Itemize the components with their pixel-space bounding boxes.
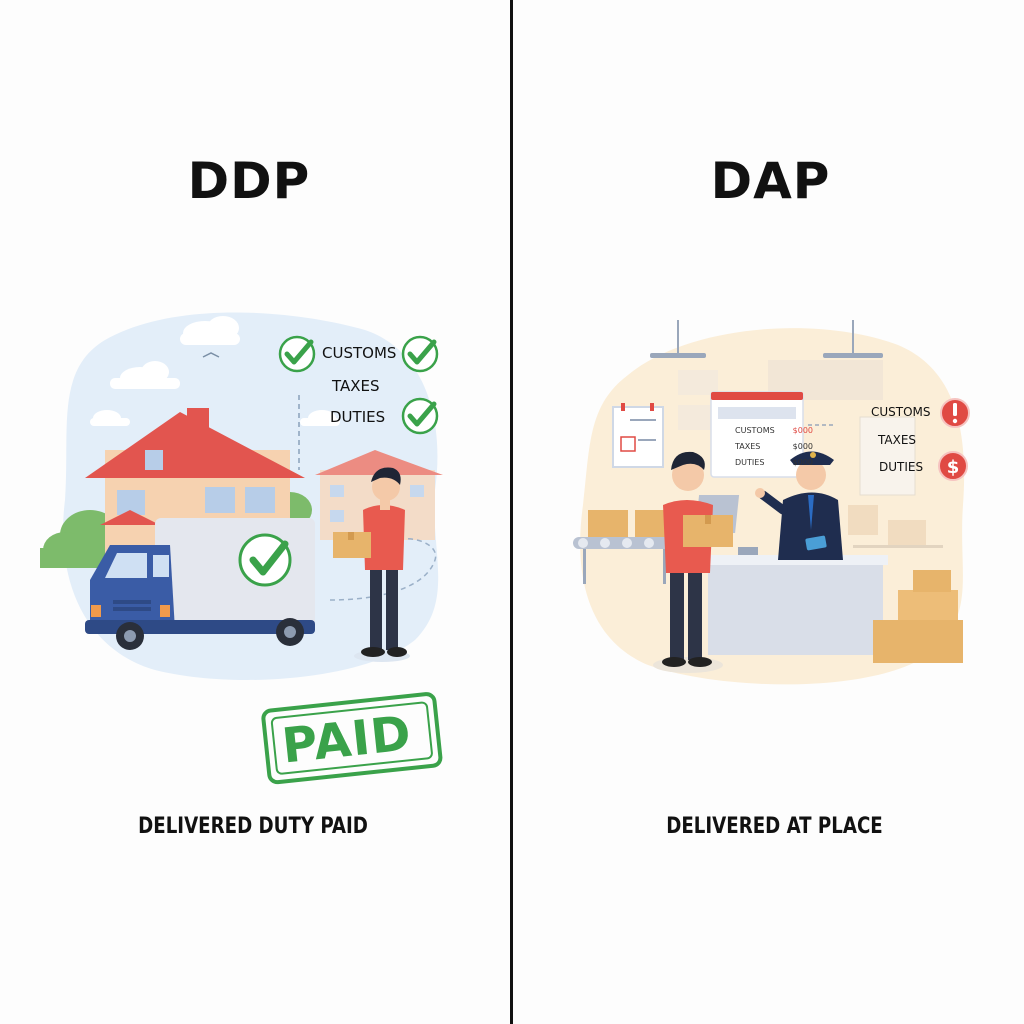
ddp-title: DDP — [187, 152, 311, 210]
dap-checklist-taxes: TAXES — [878, 433, 917, 447]
alert-icon — [940, 398, 970, 428]
dap-title: DAP — [710, 152, 831, 210]
ddp-checklist-duties: DUTIES — [330, 408, 386, 426]
ddp-illustration — [40, 312, 443, 785]
screen-row-duties: DUTIES$000 — [735, 458, 813, 467]
paid-stamp — [261, 692, 443, 785]
dap-caption: DELIVERED AT PLACE — [666, 814, 883, 839]
ddp-checklist-taxes: TAXES — [332, 377, 380, 395]
ddp-caption: DELIVERED DUTY PAID — [138, 814, 368, 839]
screen-row-customs: CUSTOMS$000 — [735, 426, 813, 435]
center-divider — [510, 0, 513, 1024]
ddp-checklist-customs: CUSTOMS — [322, 344, 397, 362]
dap-panel: DAP — [513, 0, 1024, 1024]
dap-checklist-duties: DUTIES — [879, 460, 924, 474]
ddp-panel: DDP — [0, 0, 510, 1024]
screen-row-taxes: TAXES$000 — [735, 442, 813, 451]
dap-checklist-customs: CUSTOMS — [871, 405, 931, 419]
dollar-icon: $ — [938, 451, 968, 481]
ddp-checklist — [278, 335, 439, 435]
dap-illustration: $ — [573, 320, 970, 685]
svg-text:$: $ — [947, 457, 960, 478]
